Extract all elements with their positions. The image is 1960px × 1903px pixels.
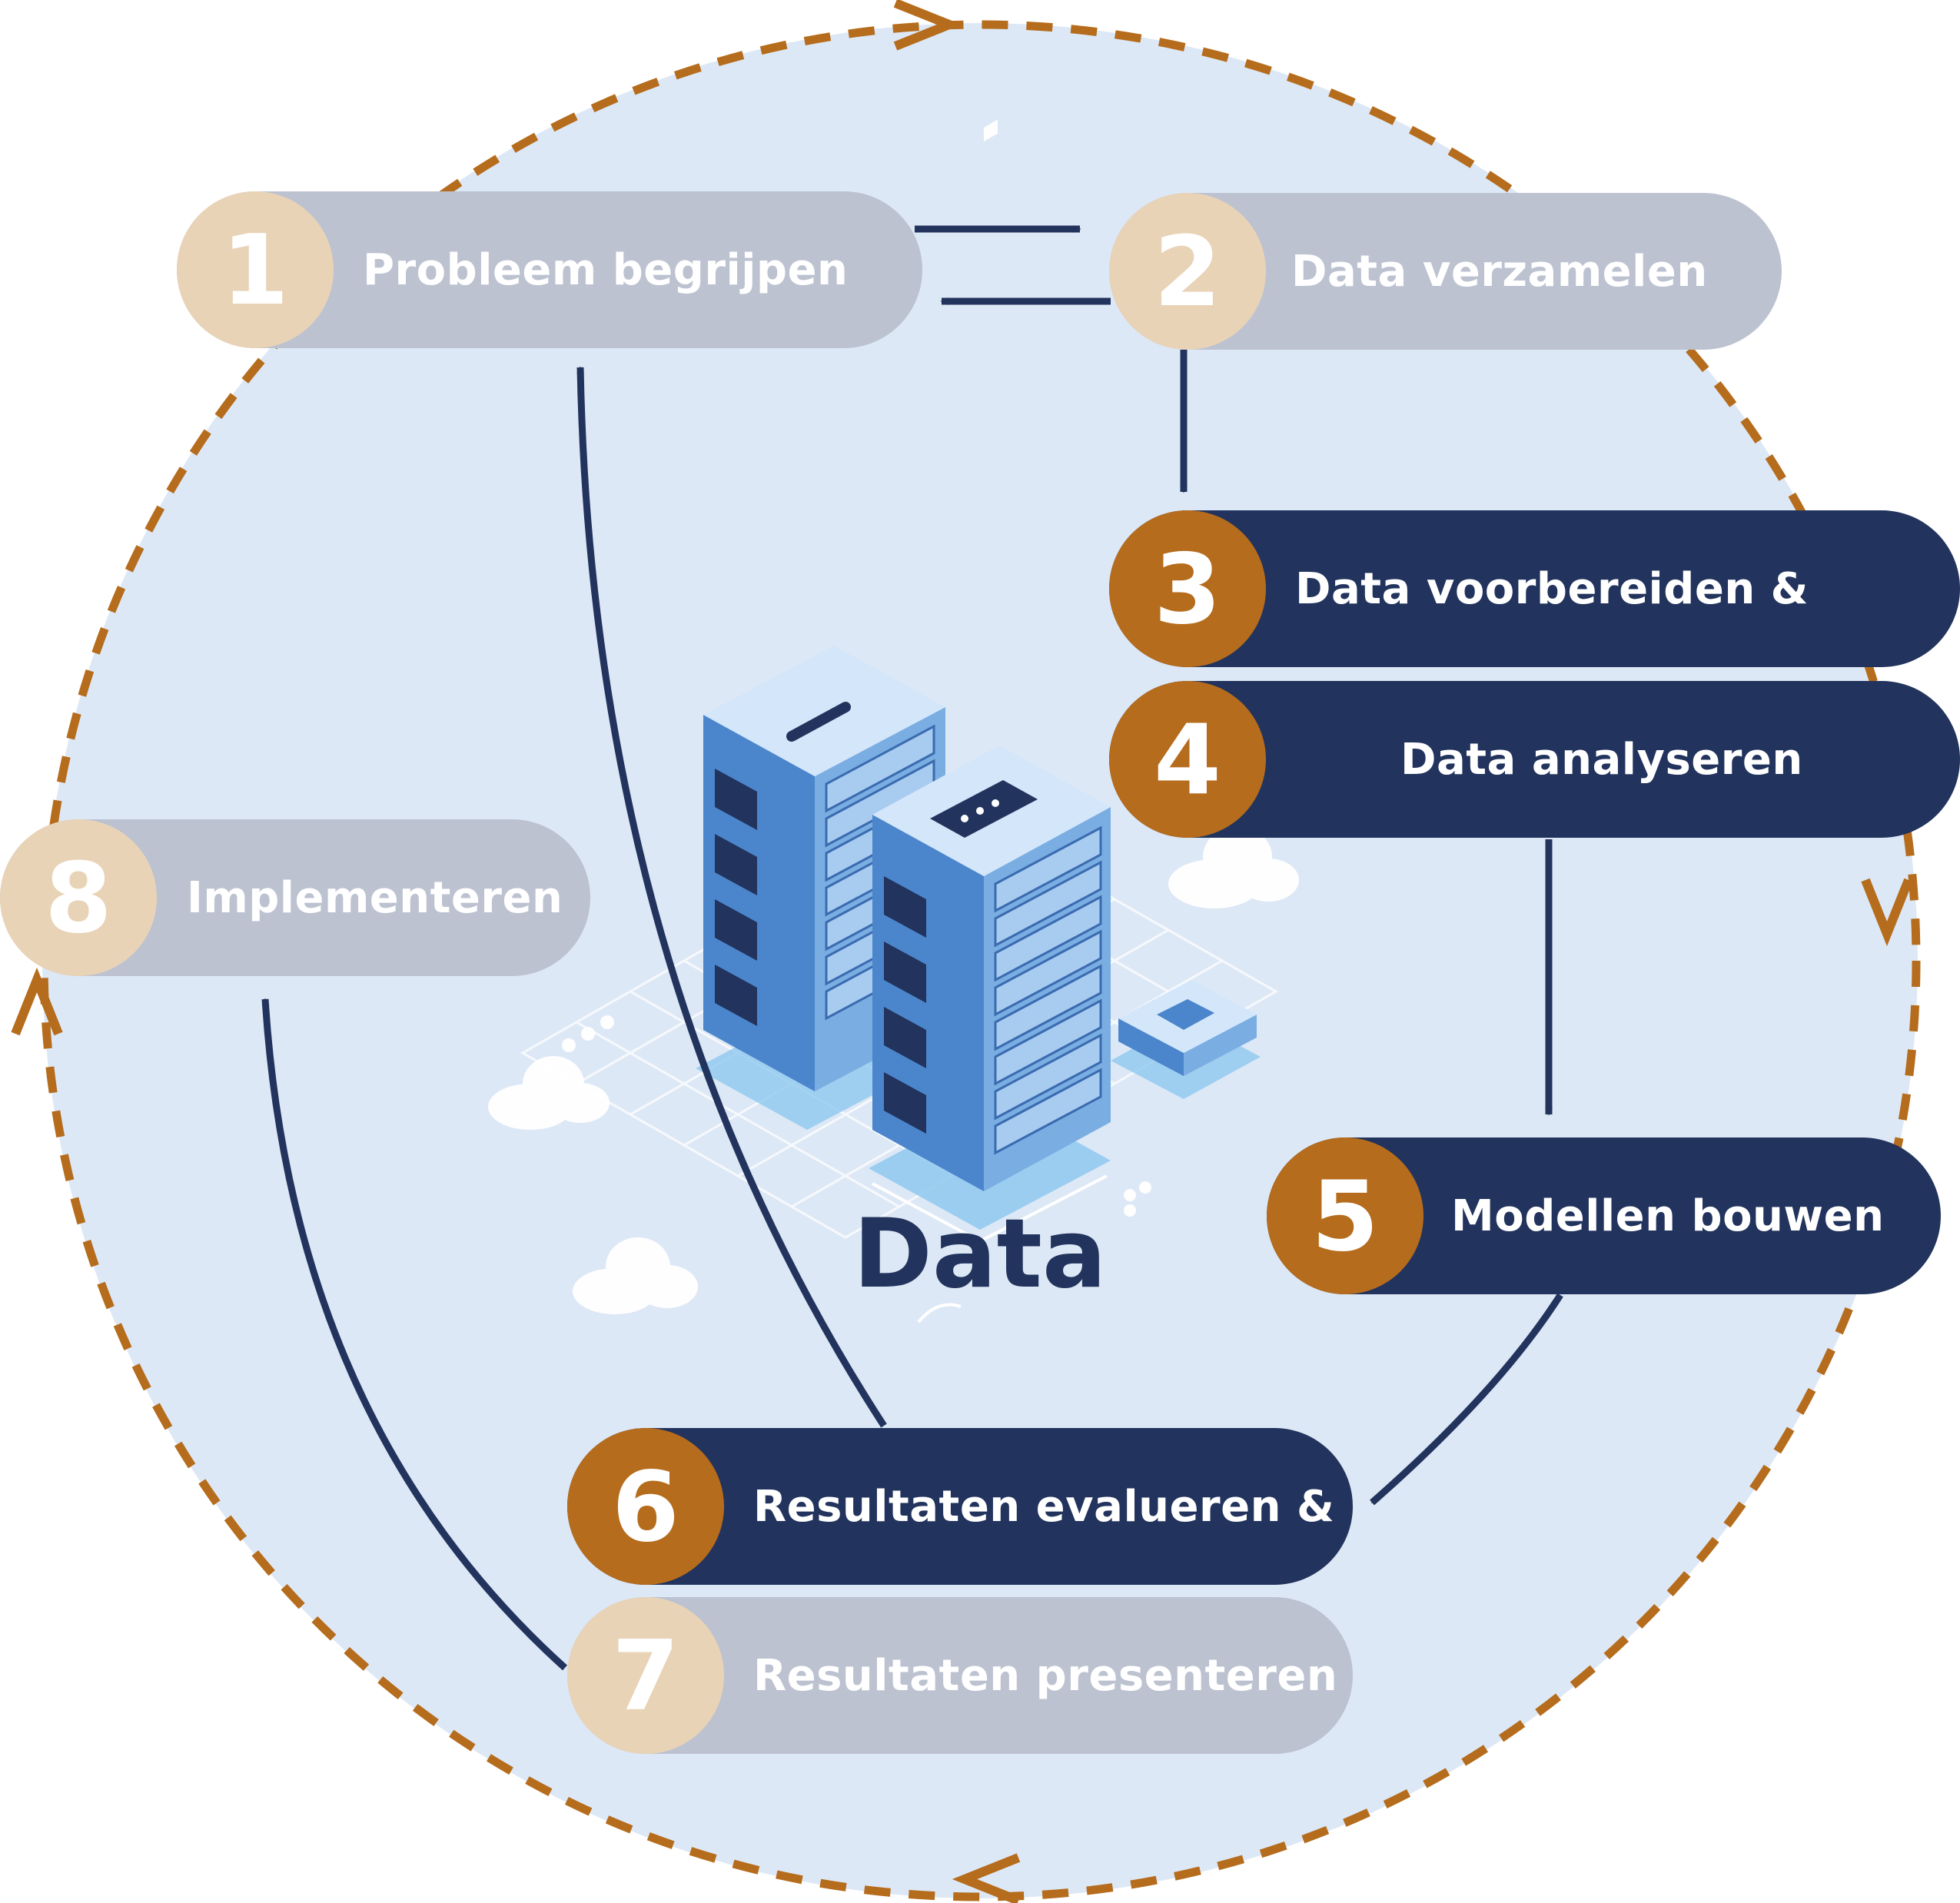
step-4-number: 4 bbox=[1109, 681, 1266, 838]
arrow-5-to-6 bbox=[1370, 1293, 1563, 1506]
step-1-number: 1 bbox=[177, 191, 334, 348]
cycle-dashed-ring bbox=[39, 20, 1921, 1901]
step-8-number: 8 bbox=[0, 819, 157, 976]
step-6-number: 6 bbox=[567, 1428, 724, 1585]
center-data-label: Data bbox=[853, 1199, 1107, 1310]
arrow-7-to-8 bbox=[261, 998, 568, 1671]
arrow-6-to-1 bbox=[576, 366, 887, 1428]
step-4-label: Data analyseren bbox=[1400, 734, 1803, 785]
cloud-icon bbox=[573, 1237, 698, 1314]
step-2-label: Data verzamelen bbox=[1291, 246, 1708, 297]
cloud-icon bbox=[488, 1056, 610, 1130]
cycle-arrow-bottom-icon bbox=[952, 1853, 1021, 1903]
cloud-icon bbox=[1168, 826, 1299, 908]
step-3-number: 3 bbox=[1109, 510, 1266, 667]
step-5-label: Modellen bouwen bbox=[1451, 1191, 1885, 1241]
flow-arrows bbox=[261, 225, 1563, 1671]
step-6-label: Resultaten evalueren & bbox=[753, 1481, 1335, 1532]
dots-decoration-icon bbox=[562, 119, 1151, 1217]
cycle-arrow-right-icon bbox=[1861, 878, 1913, 947]
step-1-label: Probleem begrijpen bbox=[363, 244, 849, 295]
step-7-label: Resultaten presenteren bbox=[753, 1650, 1338, 1701]
cycle-arrow-left-icon bbox=[11, 967, 63, 1036]
server-stack-icon bbox=[696, 646, 1261, 1323]
step-3-label: Data voorbereiden & bbox=[1295, 563, 1809, 614]
step-5-number: 5 bbox=[1267, 1137, 1423, 1294]
step-2-number: 2 bbox=[1109, 193, 1266, 350]
step-7-number: 7 bbox=[567, 1597, 724, 1754]
step-8-label: Implementeren bbox=[187, 872, 563, 923]
cycle-arrow-top-icon bbox=[893, 0, 962, 51]
